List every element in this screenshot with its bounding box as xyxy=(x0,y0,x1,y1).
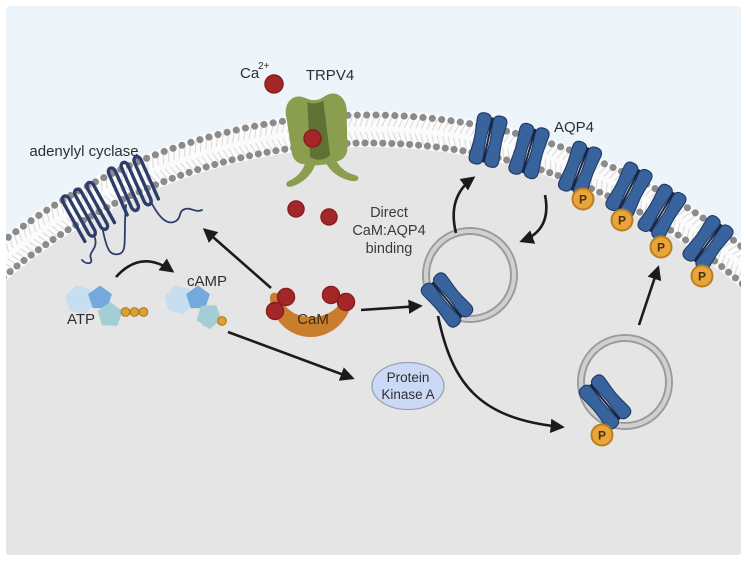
atp-adenine-ring xyxy=(65,285,95,315)
aqp4-label: AQP4 xyxy=(554,119,594,136)
adenylyl-cyclase-label: adenylyl cyclase xyxy=(29,143,138,160)
phosphate-badge: P xyxy=(690,264,714,288)
calcium-ion xyxy=(321,285,341,305)
direct-binding-label-line1: Direct xyxy=(370,205,408,221)
pka-label-line2: Kinase A xyxy=(381,387,434,402)
camp-molecule xyxy=(164,285,227,329)
helix-bundle xyxy=(60,180,117,244)
cam-body xyxy=(269,292,353,337)
cam-label: CaM xyxy=(297,311,329,328)
direct-binding-label-line3: binding xyxy=(366,241,413,257)
direct-binding-label-line2: CaM:AQP4 xyxy=(352,223,425,239)
phosphate-label: P xyxy=(618,214,626,228)
arrow-vesicle-to-membrane xyxy=(452,176,476,234)
phosphate-badge: P xyxy=(610,208,634,232)
helix-bundle xyxy=(106,155,161,217)
pka-label-line1: Protein xyxy=(387,370,430,385)
arrow-membrane-to-vesicle xyxy=(519,194,548,244)
membrane-phosphate-badges: P P P P xyxy=(571,187,714,288)
phosphate-dot xyxy=(138,307,149,317)
phosphate-badge: P xyxy=(571,187,595,211)
arrow-vesicle2-to-membrane xyxy=(637,265,662,326)
calcium-ion xyxy=(320,208,338,226)
protein-kinase-a: Protein Kinase A xyxy=(371,361,445,411)
arrow-atp-to-camp xyxy=(115,258,175,278)
phosphate-label: P xyxy=(598,429,606,443)
arrow-cam-to-adenylyl-cyclase xyxy=(202,228,272,289)
camp-label: cAMP xyxy=(187,273,227,290)
cam-protein: CaM xyxy=(265,285,356,337)
calcium-ion xyxy=(303,129,322,148)
phosphate-label: P xyxy=(579,193,587,207)
camp-ribose xyxy=(196,305,222,329)
atp-ribose xyxy=(97,302,123,326)
phosphate-badge: P xyxy=(649,235,673,259)
calcium-charge-label: 2+ xyxy=(258,61,270,72)
arrow-camp-to-pka xyxy=(227,330,355,381)
phosphate-badge: P xyxy=(590,423,614,447)
phosphate-label: P xyxy=(657,241,665,255)
pathway-arrows xyxy=(115,176,662,434)
vesicle-lower: P xyxy=(575,333,674,447)
cytoplasmic-loop xyxy=(102,204,127,256)
calcium-label: Ca xyxy=(240,65,260,82)
calcium-ion xyxy=(336,292,356,312)
cytoplasmic-tail xyxy=(81,237,97,265)
camp-adenine-ring xyxy=(164,285,194,315)
outer-lipid-heads xyxy=(6,111,741,555)
arrow-cam-to-vesicle xyxy=(360,299,423,314)
phosphate-label: P xyxy=(698,270,706,284)
atp-adenine-ring-small xyxy=(88,285,112,309)
cytoplasm xyxy=(6,147,741,555)
phosphate-dot xyxy=(120,307,131,317)
trpv4-label: TRPV4 xyxy=(306,67,354,84)
atp-label: ATP xyxy=(67,311,95,328)
pka-ellipse xyxy=(371,361,445,411)
phosphate-dot xyxy=(129,307,140,317)
camp-adenine-ring-small xyxy=(186,285,210,309)
calcium-ion xyxy=(276,287,296,307)
phosphate-dot xyxy=(217,316,227,326)
calcium-ion xyxy=(287,200,305,218)
adenylyl-cyclase-protein xyxy=(60,155,203,265)
atp-molecule xyxy=(65,285,149,326)
trpv4-channel xyxy=(285,93,359,187)
cytoplasmic-tail xyxy=(149,199,203,224)
arrow-vesicle-to-vesicle xyxy=(436,315,565,434)
calcium-ion xyxy=(264,74,284,94)
calcium-ion xyxy=(265,301,285,321)
